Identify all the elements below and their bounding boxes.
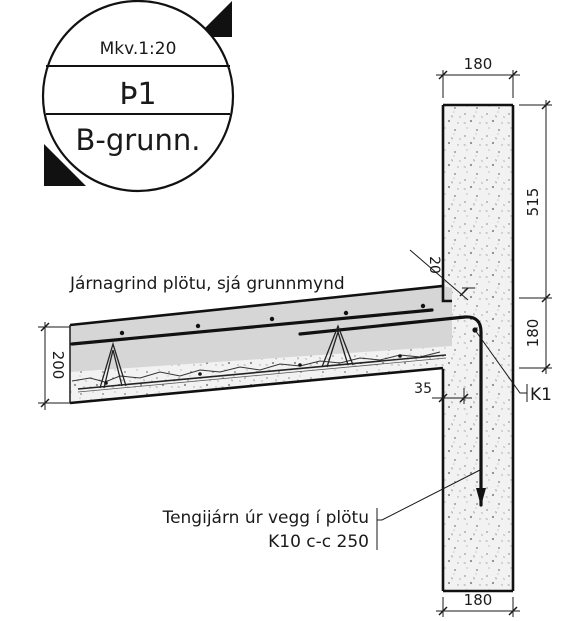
wall-concrete <box>443 105 513 591</box>
dim-top-tick-r <box>508 70 518 80</box>
bottom-rebar <box>77 354 447 390</box>
chair-left <box>99 341 127 389</box>
dim-left-tick-top <box>40 322 50 332</box>
annotations: Járnagrind plötu, sjá grunnmynd K1 Tengi… <box>69 274 552 552</box>
title-triangle-bottom <box>44 144 86 186</box>
dim-notch-leader <box>409 249 469 301</box>
scale-label: Mkv.1:20 <box>100 39 177 59</box>
dim-hook-tick-l <box>438 393 448 403</box>
dim-slab-band-height: 180 <box>524 319 542 348</box>
bar-mark-k1: K1 <box>530 385 552 405</box>
dowel-note-line2: K10 c-c 250 <box>268 532 369 552</box>
chair-right <box>321 324 354 368</box>
grid-ref: B-grunn. <box>75 123 200 157</box>
dim-right-tick-mid <box>541 293 551 303</box>
dim-slab-thickness: 200 <box>49 351 67 380</box>
dowel-leader <box>377 469 481 521</box>
wall <box>441 103 515 593</box>
dowel-note-line1: Tengijárn úr vegg í plötu <box>162 508 369 528</box>
rebar <box>70 303 486 507</box>
k1-leader <box>474 329 527 394</box>
slab-bottom-edge <box>69 366 444 405</box>
dim-upper-height: 515 <box>524 188 542 217</box>
rebar-grid-note: Járnagrind plötu, sjá grunnmynd <box>69 274 345 294</box>
title-block: Mkv.1:20 Þ1 B-grunn. <box>41 0 235 193</box>
dim-top-tick-l <box>438 70 448 80</box>
dimensions: 180 515 180 200 20 35 <box>38 55 552 617</box>
slab <box>69 284 452 405</box>
hooked-rebar-k1 <box>298 315 483 507</box>
dim-right-tick-bot <box>541 363 551 373</box>
dim-notch-depth: 20 <box>426 256 442 274</box>
dim-wall-width-bottom: 180 <box>464 591 493 609</box>
dim-hook-offset: 35 <box>414 381 432 397</box>
dim-bottom-tick-r <box>508 606 518 616</box>
bottom-rebar-2 <box>77 357 447 393</box>
dim-left-tick-bot <box>40 398 50 408</box>
top-rebar <box>70 308 434 346</box>
title-circle <box>41 0 235 193</box>
slab-top-edge <box>69 284 452 327</box>
section-id: Þ1 <box>119 77 156 112</box>
dim-hook-tick-r <box>459 393 469 403</box>
slab-top-layer <box>70 286 452 372</box>
rebar-end-arrow <box>476 488 486 506</box>
dim-wall-width-top: 180 <box>464 55 493 73</box>
dim-notch-tick <box>459 287 469 297</box>
dim-right-tick-top <box>541 100 551 110</box>
dim-bottom-tick-l <box>438 606 448 616</box>
rebar-dots <box>104 303 426 385</box>
